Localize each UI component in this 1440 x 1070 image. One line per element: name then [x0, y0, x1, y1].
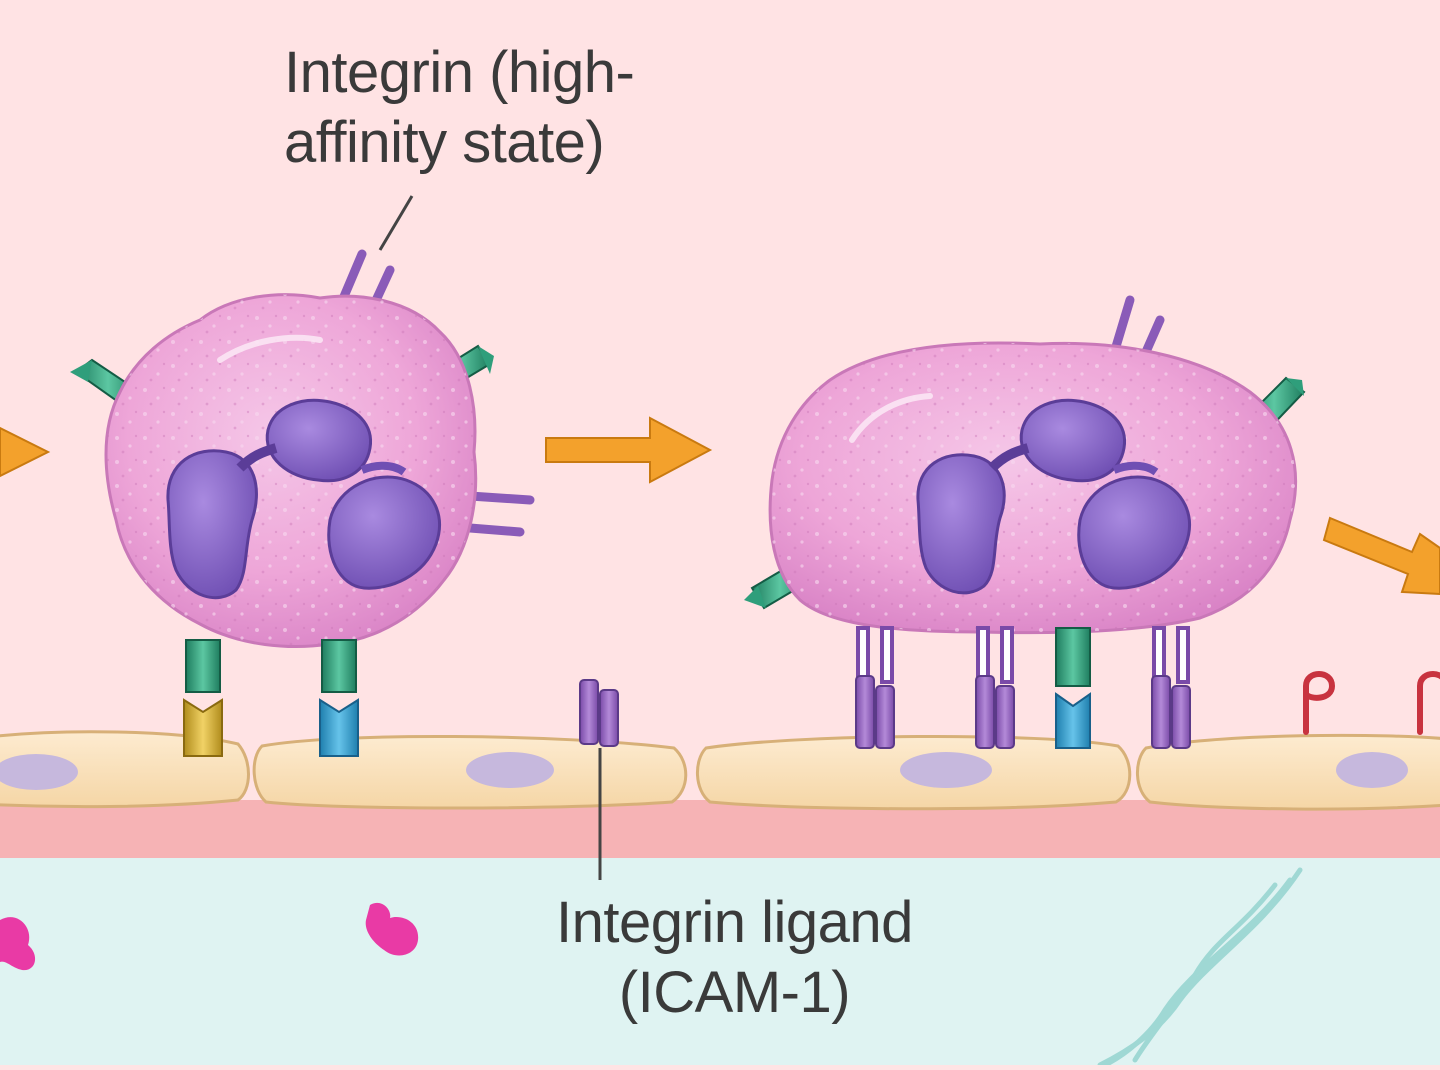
arrow-left-partial	[0, 426, 51, 478]
nucleus-lobe	[327, 475, 441, 590]
label-line: affinity state)	[284, 110, 605, 175]
icam-1-ligand-icon	[579, 679, 619, 880]
leukocyte-left	[70, 249, 535, 757]
tissue-region	[0, 858, 1440, 1065]
leader-line	[378, 195, 414, 251]
label-line: Integrin (high-	[284, 40, 635, 105]
label-line: (ICAM-1)	[618, 960, 851, 1025]
endothelial-nucleus	[1336, 752, 1408, 788]
e-selectin-icon	[183, 698, 223, 757]
nucleus-lobe	[916, 453, 1006, 595]
selectin-complex	[1055, 627, 1091, 749]
p-selectin-icon	[319, 698, 359, 757]
integrin-ligand-label: Integrin ligand (ICAM-1)	[556, 888, 913, 1028]
nucleus-lobe	[166, 449, 258, 600]
arrow-right-partial	[1322, 516, 1440, 596]
integrin-icam-complex	[975, 626, 1015, 749]
collagen-fiber	[1097, 867, 1303, 1068]
selectin-ligand-lollipop	[1303, 671, 1440, 735]
leukocyte-right	[744, 295, 1306, 749]
endothelial-nucleus	[466, 752, 554, 788]
nucleus-lobe	[1019, 398, 1127, 483]
endothelial-nucleus	[0, 754, 78, 790]
integrin-high-affinity-label: Integrin (high- affinity state)	[284, 38, 635, 178]
chemokine-left	[0, 917, 36, 971]
chemokine-middle	[365, 902, 419, 956]
integrin-icam-complex	[1151, 626, 1191, 749]
integrin-icam-complex	[855, 626, 895, 749]
label-line: Integrin ligand	[556, 890, 913, 955]
arrow-middle	[545, 416, 713, 484]
nucleus-lobe	[1077, 475, 1191, 590]
nucleus-lobe	[265, 398, 373, 483]
selectin-ligand-stem	[185, 639, 357, 693]
basement-membrane	[0, 800, 1440, 858]
integrin-icon	[465, 491, 535, 537]
endothelial-nucleus	[900, 752, 992, 788]
